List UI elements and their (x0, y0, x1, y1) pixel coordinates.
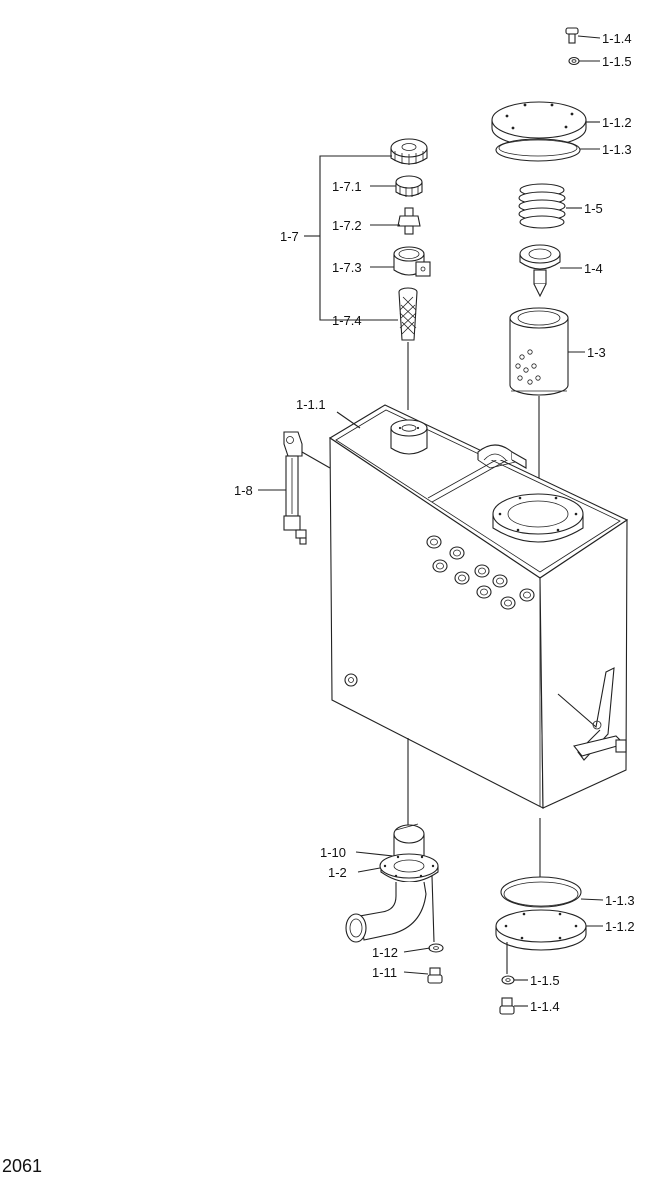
callout-1-7-4: 1-7.4 (332, 313, 362, 328)
cover-plate-top (491, 101, 587, 147)
breather-cap (390, 138, 428, 165)
callout-1-12: 1-12 (372, 945, 398, 960)
callout-1-1-5-bottom: 1-1.5 (530, 973, 560, 988)
elbow-pipe (345, 881, 427, 943)
callout-1-7-1: 1-7.1 (332, 179, 362, 194)
callout-1-5: 1-5 (584, 201, 603, 216)
filter-element-cap (519, 244, 561, 298)
level-gauge (283, 431, 307, 545)
cover-plate-bottom (495, 909, 587, 951)
pipe-flange (379, 853, 439, 883)
bolt-bottom-left (427, 967, 443, 984)
gasket-top (495, 138, 581, 162)
bolt-top (565, 27, 579, 44)
callout-1-4: 1-4 (584, 261, 603, 276)
bolt-bottom-right (499, 997, 515, 1015)
callout-1-1-2-bottom: 1-1.2 (605, 919, 635, 934)
callout-1-1-3-top: 1-1.3 (602, 142, 632, 157)
callout-1-7-3: 1-7.3 (332, 260, 362, 275)
strainer (398, 287, 418, 341)
washer-bottom-right (501, 975, 515, 985)
callout-1-7: 1-7 (280, 229, 299, 244)
washer-bottom-left (428, 943, 444, 953)
spring (518, 183, 566, 229)
callout-1-3: 1-3 (587, 345, 606, 360)
callout-1-2: 1-2 (328, 865, 347, 880)
hydraulic-tank (328, 404, 629, 809)
figure-number: 2061 (2, 1156, 42, 1176)
callout-1-1-4-top: 1-1.4 (602, 31, 632, 46)
callout-1-8: 1-8 (234, 483, 253, 498)
callout-1-7-2: 1-7.2 (332, 218, 362, 233)
callout-1-11: 1-11 (372, 965, 397, 980)
callout-1-1-1: 1-1.1 (296, 397, 326, 412)
filter-element (509, 307, 569, 396)
gasket-bottom (500, 876, 582, 908)
breather-element (395, 175, 423, 197)
breather-clamp (393, 246, 431, 277)
callout-1-10: 1-10 (320, 845, 346, 860)
washer-top (568, 56, 580, 66)
callout-1-1-3-bottom: 1-1.3 (605, 893, 635, 908)
callout-1-1-5-top: 1-1.5 (602, 54, 632, 69)
breather-valve (397, 207, 421, 235)
callout-1-1-4-bottom: 1-1.4 (530, 999, 560, 1014)
callout-1-1-2-top: 1-1.2 (602, 115, 632, 130)
